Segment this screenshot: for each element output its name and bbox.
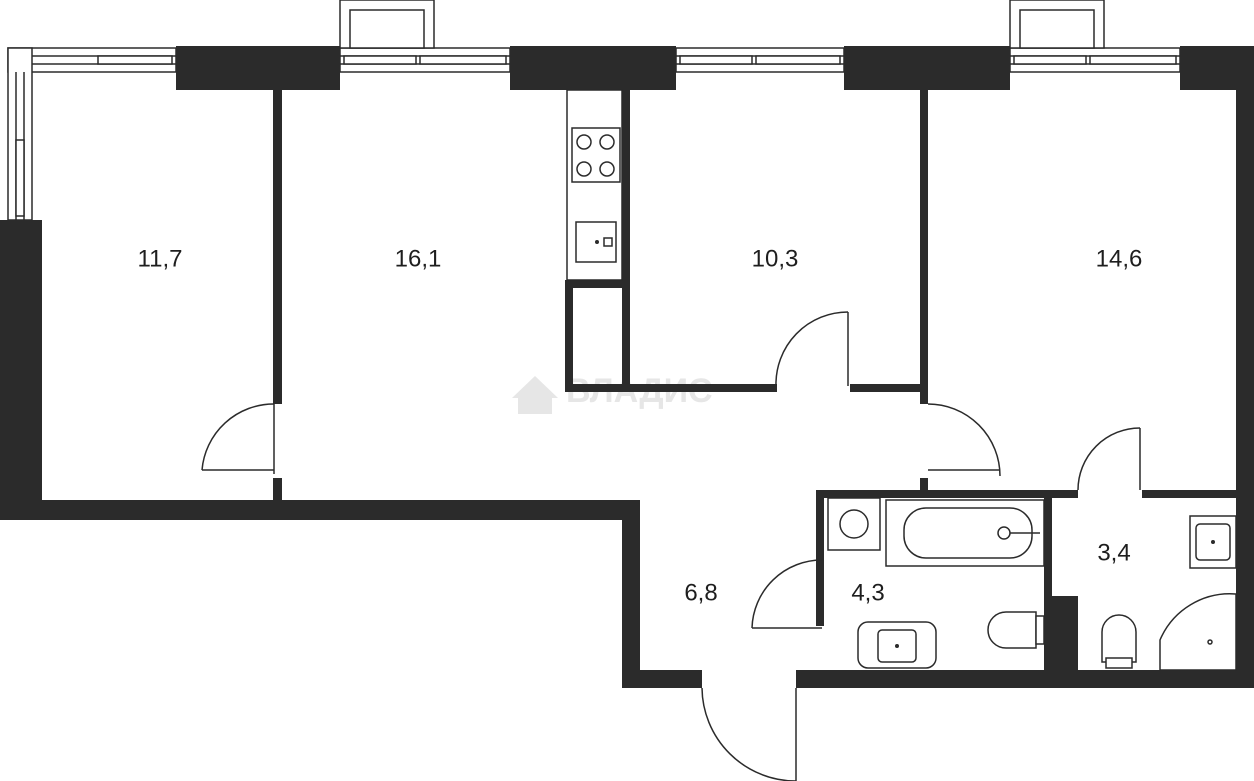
- bathroom-fixtures: [827, 497, 1237, 671]
- area-label-wc: 3,4: [1097, 539, 1130, 566]
- area-label-hall: 6,8: [684, 579, 717, 606]
- kitchen-counter: [566, 89, 623, 281]
- watermark-house-icon: [512, 376, 558, 414]
- walls: [0, 46, 1254, 688]
- wc-toilet: [1101, 614, 1137, 663]
- bathroom-toilet: [987, 611, 1037, 649]
- area-label-room-2: 16,1: [395, 245, 442, 272]
- shower: [1159, 593, 1237, 671]
- watermark: ВЛАДИС: [512, 372, 713, 414]
- area-label-room-1: 11,7: [138, 245, 183, 272]
- area-label-bathroom: 4,3: [851, 579, 884, 606]
- area-label-room-4: 14,6: [1096, 245, 1143, 272]
- doors: [201, 311, 1141, 781]
- windows: [7, 0, 1181, 221]
- area-label-room-3: 10,3: [752, 245, 799, 272]
- area-labels: 11,7 16,1 10,3 14,6 6,8 4,3 3,4: [138, 245, 1143, 606]
